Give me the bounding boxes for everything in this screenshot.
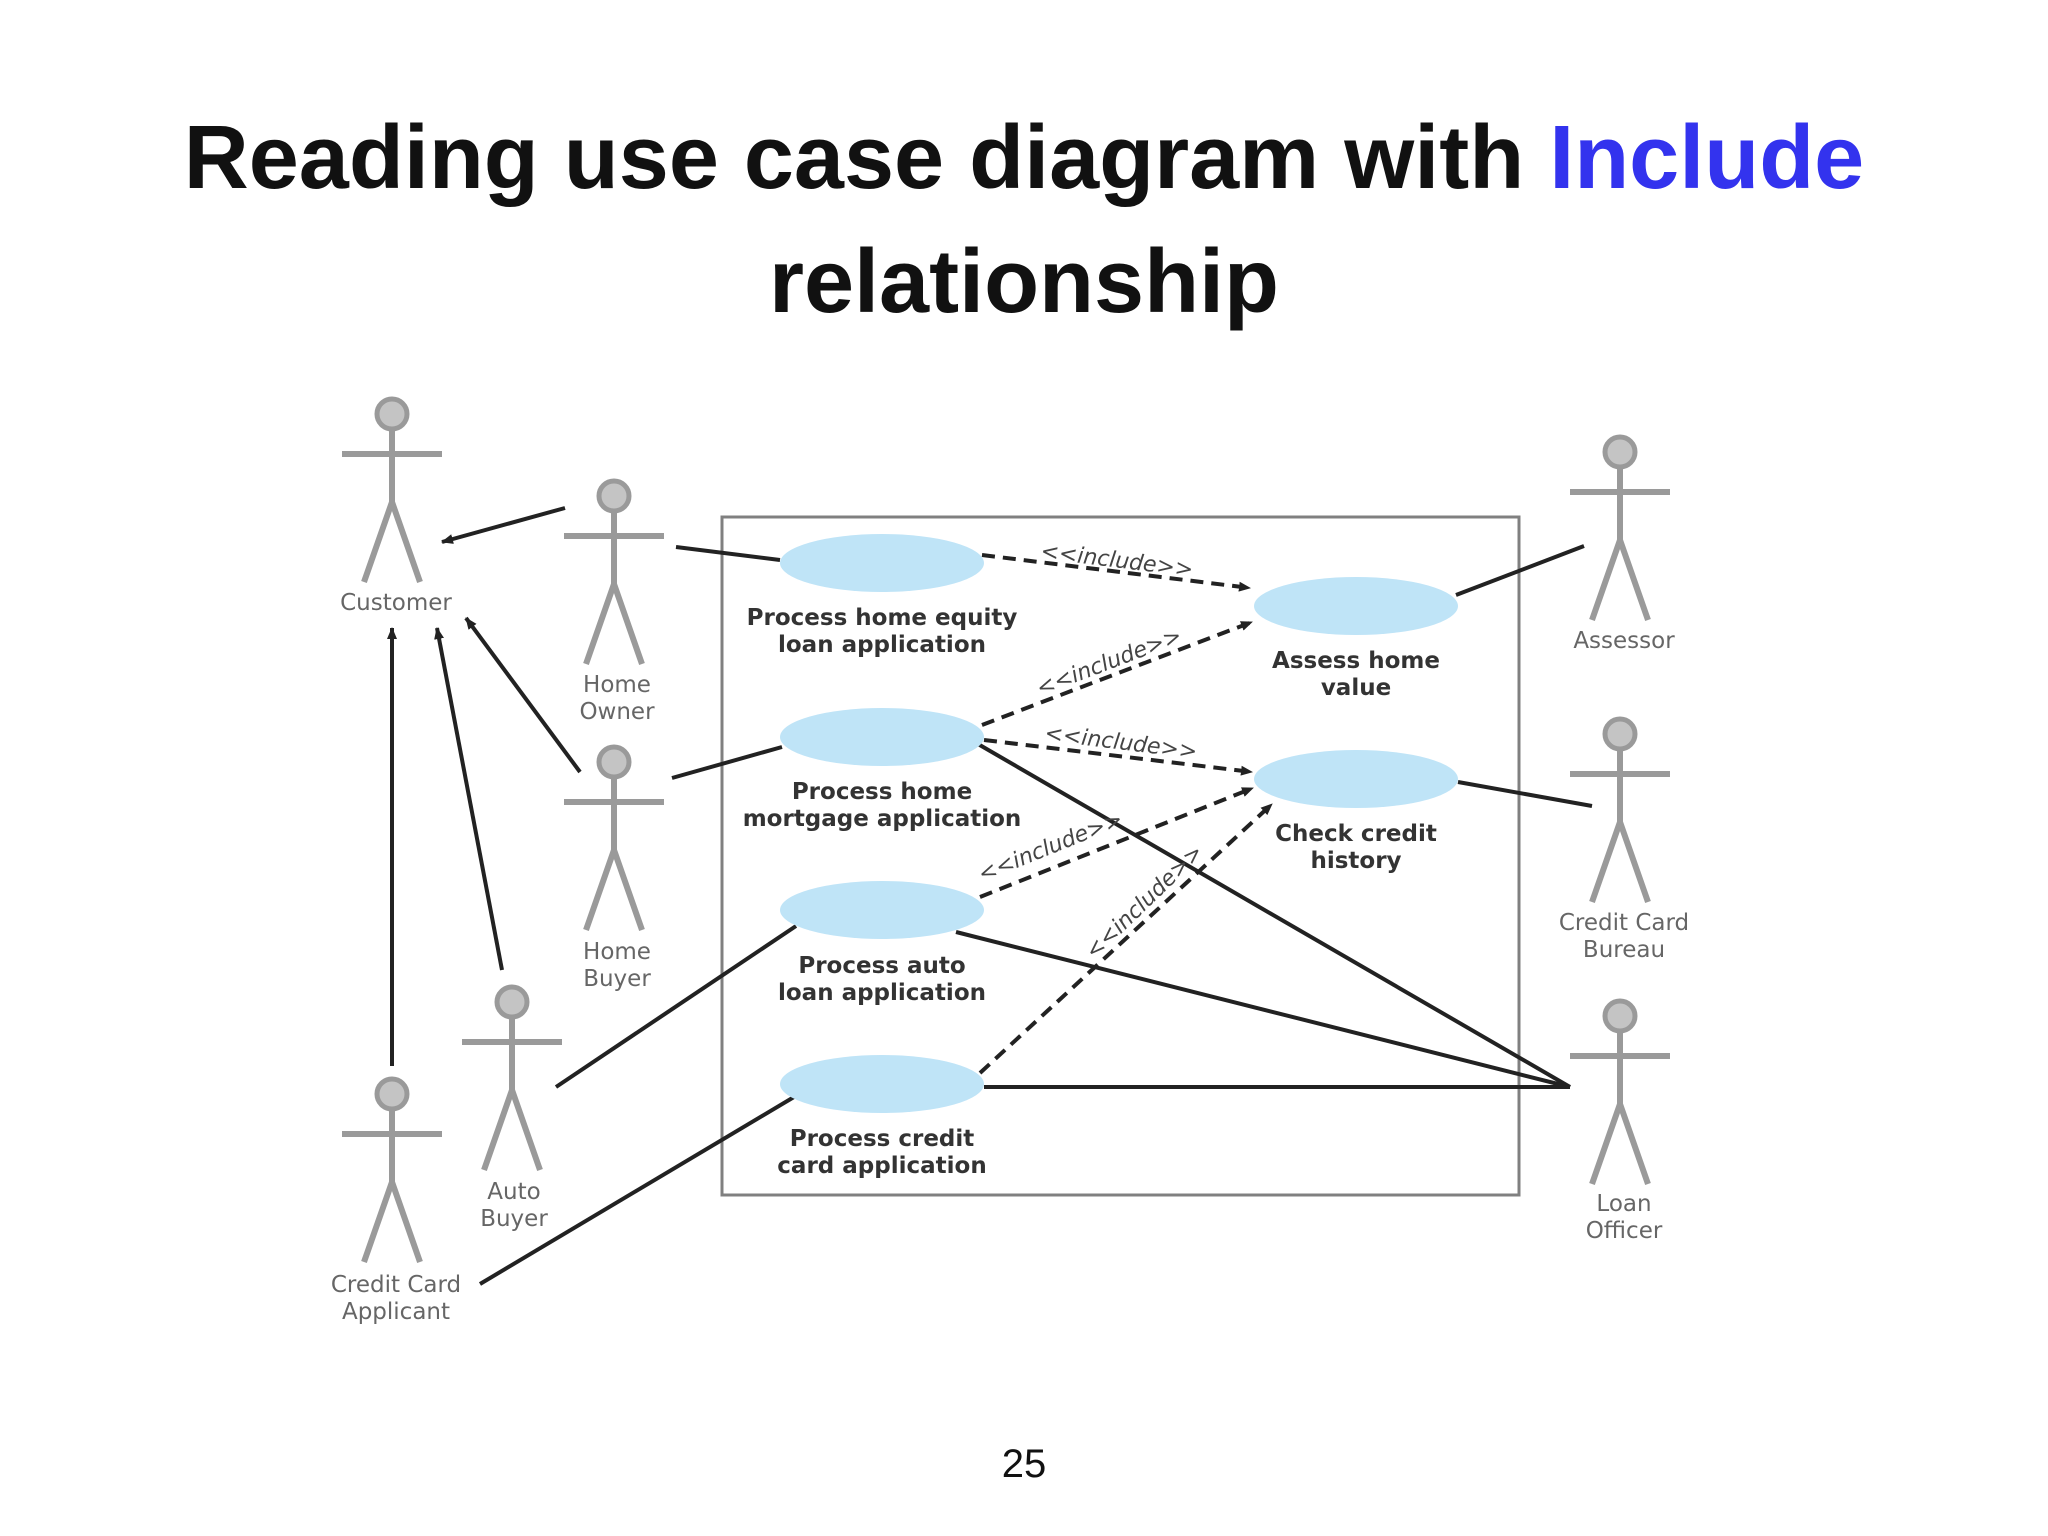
actor-label-cc-applicant-1: Credit Card [331,1272,461,1298]
actor-loan-officer-figure [1570,1001,1670,1184]
generalization-home-owner [441,506,566,544]
actor-label-home-buyer-2: Buyer [583,966,651,992]
slide-title: Reading use case diagram with Include re… [0,96,2048,344]
usecase-label-equity-1: Process home equity [747,605,1018,631]
assoc-assessor-assess [1455,544,1585,597]
actor-cc-bureau-figure [1570,719,1670,902]
usecase-label-credit-1: Process credit [790,1126,975,1152]
include-label-equity-assess: <<include>> [1039,539,1194,583]
include-arrow-auto-check [979,786,1254,899]
usecase-label-mortgage-1: Process home [792,779,972,805]
actor-label-auto-buyer-1: Auto [487,1179,540,1205]
usecase-label-auto-2: loan application [778,980,986,1006]
usecase-label-assess-2: value [1321,675,1391,701]
actor-home-owner-figure [564,481,664,664]
actor-label-loan-officer-1: Loan [1596,1191,1651,1217]
usecase-home-equity [780,534,984,592]
include-label-mortgage-assess: <<include>> [1033,623,1185,701]
usecase-check-credit [1254,750,1458,808]
usecase-auto-loan [780,881,984,939]
include-arrow-mortgage-assess [981,620,1253,727]
assoc-bureau-check [1457,780,1593,808]
assoc-homeowner-equity [675,545,781,562]
actor-label-home-buyer-1: Home [583,939,651,965]
usecase-home-mortgage [780,708,984,766]
generalization-auto-buyer [434,627,504,971]
page-number: 25 [1001,1442,1047,1486]
include-arrow-equity-assess [981,553,1251,592]
system-boundary [720,515,1521,1197]
assoc-officer-mortgage [976,742,1572,1089]
actor-label-cc-bureau-2: Bureau [1583,937,1665,963]
actor-label-customer: Customer [340,590,452,616]
actor-label-loan-officer-2: Officer [1586,1218,1663,1244]
assoc-ccapplicant-credit [478,1095,796,1286]
usecase-assess-value [1254,577,1458,635]
actor-home-buyer-figure [564,747,664,930]
actor-label-cc-applicant-2: Applicant [342,1299,450,1325]
usecase-label-check-2: history [1310,848,1401,874]
actor-assessor-figure [1570,437,1670,620]
title-line-2: relationship [768,232,1280,332]
usecase-label-check-1: Check credit [1275,821,1437,847]
usecase-label-mortgage-2: mortgage application [743,806,1022,832]
usecase-label-credit-2: card application [777,1153,986,1179]
title-line-1: Reading use case diagram with Include [0,96,2048,220]
include-arrow-mortgage-check [983,738,1253,776]
actor-label-assessor: Assessor [1573,628,1675,654]
actor-label-auto-buyer-2: Buyer [480,1206,548,1232]
title-accent-text: Include [1549,108,1865,208]
assoc-officer-auto [955,930,1571,1089]
actor-label-home-owner-1: Home [583,672,651,698]
actor-label-home-owner-2: Owner [579,699,655,725]
actor-customer-figure [342,399,442,582]
usecase-label-auto-1: Process auto [798,953,965,979]
assoc-homebuyer-mortgage [671,745,783,780]
usecase-credit-card [780,1055,984,1113]
usecase-label-assess-1: Assess home [1272,648,1440,674]
include-label-credit-check: <<include>> [1081,840,1209,965]
include-arrow-credit-check [978,802,1274,1075]
assoc-autobuyer-auto [554,924,798,1089]
generalization-home-buyer [464,616,582,774]
title-text: Reading use case diagram with [183,108,1550,208]
actor-cc-applicant-figure [342,1079,442,1262]
usecase-label-equity-2: loan application [778,632,986,658]
actor-auto-buyer-figure [462,987,562,1170]
actor-label-cc-bureau-1: Credit Card [1559,910,1689,936]
